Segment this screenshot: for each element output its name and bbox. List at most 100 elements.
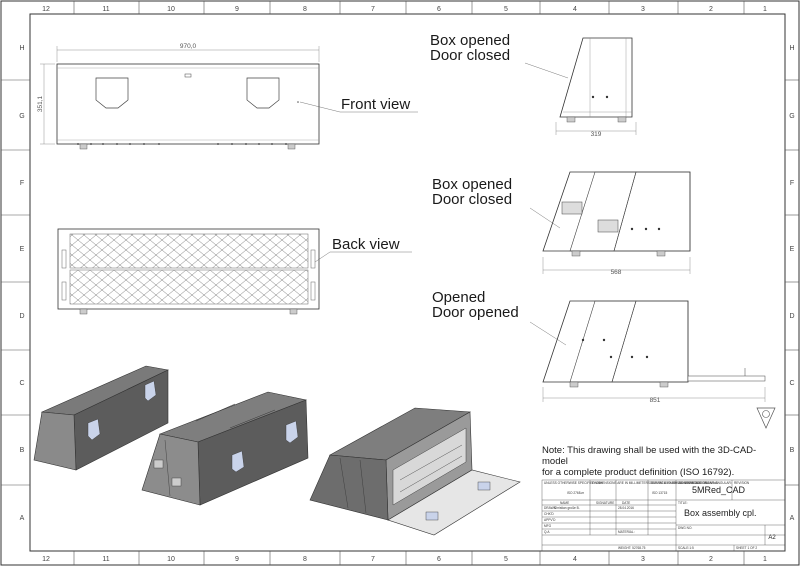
zone-right-E: E xyxy=(790,246,795,253)
tb-drawn-date: 28.04.2016 xyxy=(618,506,634,510)
note-line-2: model xyxy=(542,456,568,467)
zone-right-A: A xyxy=(790,515,795,522)
dim-side-1: 319 xyxy=(591,131,602,138)
tb-std-1: ISO 2768-m xyxy=(567,491,585,495)
zone-top-3: 3 xyxy=(641,6,645,13)
zone-top-4: 4 xyxy=(573,6,577,13)
zone-right-D: D xyxy=(789,313,794,320)
tb-deburr: DEBURR AND BREAK SHARP EDGES xyxy=(650,481,706,485)
dim-height: 351,1 xyxy=(37,95,44,112)
zone-bottom-3: 3 xyxy=(641,556,645,563)
zone-bottom-4: 4 xyxy=(573,556,577,563)
side-view-2: 568 Box opened Door closed xyxy=(432,171,691,276)
tb-dwg-no: DWG NO. xyxy=(678,526,692,530)
latch-cutout-left xyxy=(95,77,129,109)
side-2-line2: Door closed xyxy=(432,191,512,208)
zone-top-11: 11 xyxy=(102,6,109,13)
zone-left-F: F xyxy=(20,180,24,187)
zone-bottom-10: 10 xyxy=(167,556,175,563)
tb-weight: WEIGHT: 52768.75 xyxy=(618,546,646,550)
tb-date-col: DATE xyxy=(622,501,630,505)
zone-labels-right: H G F E D C B A xyxy=(789,45,794,522)
zone-right-C: C xyxy=(789,380,794,387)
tb-chkd: CHK'D xyxy=(544,512,554,516)
tb-do-not-scale: DO NOT SCALE DRAWING xyxy=(678,481,718,485)
zone-left-E: E xyxy=(20,246,25,253)
side-1-line1: Box opened xyxy=(430,32,510,49)
zone-labels-bottom: 12 11 10 9 8 7 6 5 4 3 2 1 xyxy=(42,556,767,563)
tb-sheet: SHEET 1 OF 2 xyxy=(736,546,757,550)
zone-bottom-2: 2 xyxy=(709,556,713,563)
dim-side-3: 851 xyxy=(650,397,661,404)
zone-top-10: 10 xyxy=(167,6,175,13)
zone-left-D: D xyxy=(19,313,24,320)
zone-top-8: 8 xyxy=(303,6,307,13)
zone-right-H: H xyxy=(789,45,794,52)
side-view-1: 319 Box opened Door closed xyxy=(430,32,637,138)
zone-right-G: G xyxy=(789,113,794,120)
tb-title: Box assembly cpl. xyxy=(684,508,757,518)
side-1-line2: Door closed xyxy=(430,47,510,64)
projection-symbol-icon xyxy=(756,407,776,429)
zone-left-H: H xyxy=(19,45,24,52)
back-view-label: Back view xyxy=(332,236,400,253)
side-view-3: 851 Opened Door opened xyxy=(432,289,766,404)
tb-scale: SCALE:1:5 xyxy=(678,546,694,550)
zone-right-B: B xyxy=(790,447,795,454)
tb-drawn: DRAWN xyxy=(544,506,557,510)
side-3-line1: Opened xyxy=(432,289,485,306)
title-block-text: UNLESS OTHERWISE SPECIFIED: DIMENSIONS A… xyxy=(544,481,776,550)
iso-view-closed xyxy=(33,365,169,471)
tb-mfg: MFG xyxy=(544,524,552,528)
note-line-1: Note: This drawing shall be used with th… xyxy=(542,445,756,456)
zone-top-6: 6 xyxy=(437,6,441,13)
zone-bottom-6: 6 xyxy=(437,556,441,563)
back-view: Back view xyxy=(57,228,412,315)
tb-general-notes: UNLESS OTHERWISE SPECIFIED: DIMENSIONS A… xyxy=(544,481,732,485)
tb-drawn-name: Christian große B. xyxy=(554,506,580,510)
zone-top-1: 1 xyxy=(763,6,767,13)
zone-top-12: 12 xyxy=(42,6,50,13)
drawing-note: Note: This drawing shall be used with th… xyxy=(542,445,756,478)
zone-left-C: C xyxy=(19,380,24,387)
zone-bottom-5: 5 xyxy=(504,556,508,563)
tb-material: MATERIAL: xyxy=(618,530,635,534)
iso-view-box-opened xyxy=(141,391,309,506)
tb-signature-col: SIGNATURE xyxy=(596,501,614,505)
zone-top-5: 5 xyxy=(504,6,508,13)
tb-finish: FINISH: xyxy=(592,481,603,485)
zone-labels-top: 12 11 10 9 8 7 6 5 4 3 2 1 xyxy=(42,6,767,13)
zone-right-F: F xyxy=(790,180,794,187)
tb-drawing-number: 5MRed_CAD xyxy=(692,485,746,495)
iso-view-opened xyxy=(309,407,521,536)
title-block xyxy=(541,479,786,552)
front-view: 970,0 351,1 Front view xyxy=(37,43,418,150)
zone-top-7: 7 xyxy=(371,6,375,13)
tb-revision: REVISION xyxy=(734,481,750,485)
zone-top-9: 9 xyxy=(235,6,239,13)
zone-top-2: 2 xyxy=(709,6,713,13)
tb-std-2: ISO 13715 xyxy=(652,491,667,495)
zone-bottom-12: 12 xyxy=(42,556,50,563)
zone-labels-left: H G F E D C B A xyxy=(19,45,24,522)
tb-qa: Q.A xyxy=(544,530,550,534)
zone-bottom-7: 7 xyxy=(371,556,375,563)
tb-appvd: APPV'D xyxy=(544,518,556,522)
zone-left-B: B xyxy=(20,447,25,454)
side-2-line1: Box opened xyxy=(432,176,512,193)
tb-name-col: NAME xyxy=(560,501,569,505)
side-3-line2: Door opened xyxy=(432,304,519,321)
tb-title-label: TITLE: xyxy=(678,501,688,505)
inner-border xyxy=(29,13,786,552)
zone-left-A: A xyxy=(20,515,25,522)
tb-size: A2 xyxy=(768,535,776,541)
zone-bottom-9: 9 xyxy=(235,556,239,563)
zone-bottom-11: 11 xyxy=(102,556,109,563)
dim-side-2: 568 xyxy=(611,269,622,276)
zone-left-G: G xyxy=(19,113,24,120)
note-line-3: for a complete product definition (ISO 1… xyxy=(542,467,734,478)
zone-bottom-1: 1 xyxy=(763,556,767,563)
open-door xyxy=(687,375,766,382)
